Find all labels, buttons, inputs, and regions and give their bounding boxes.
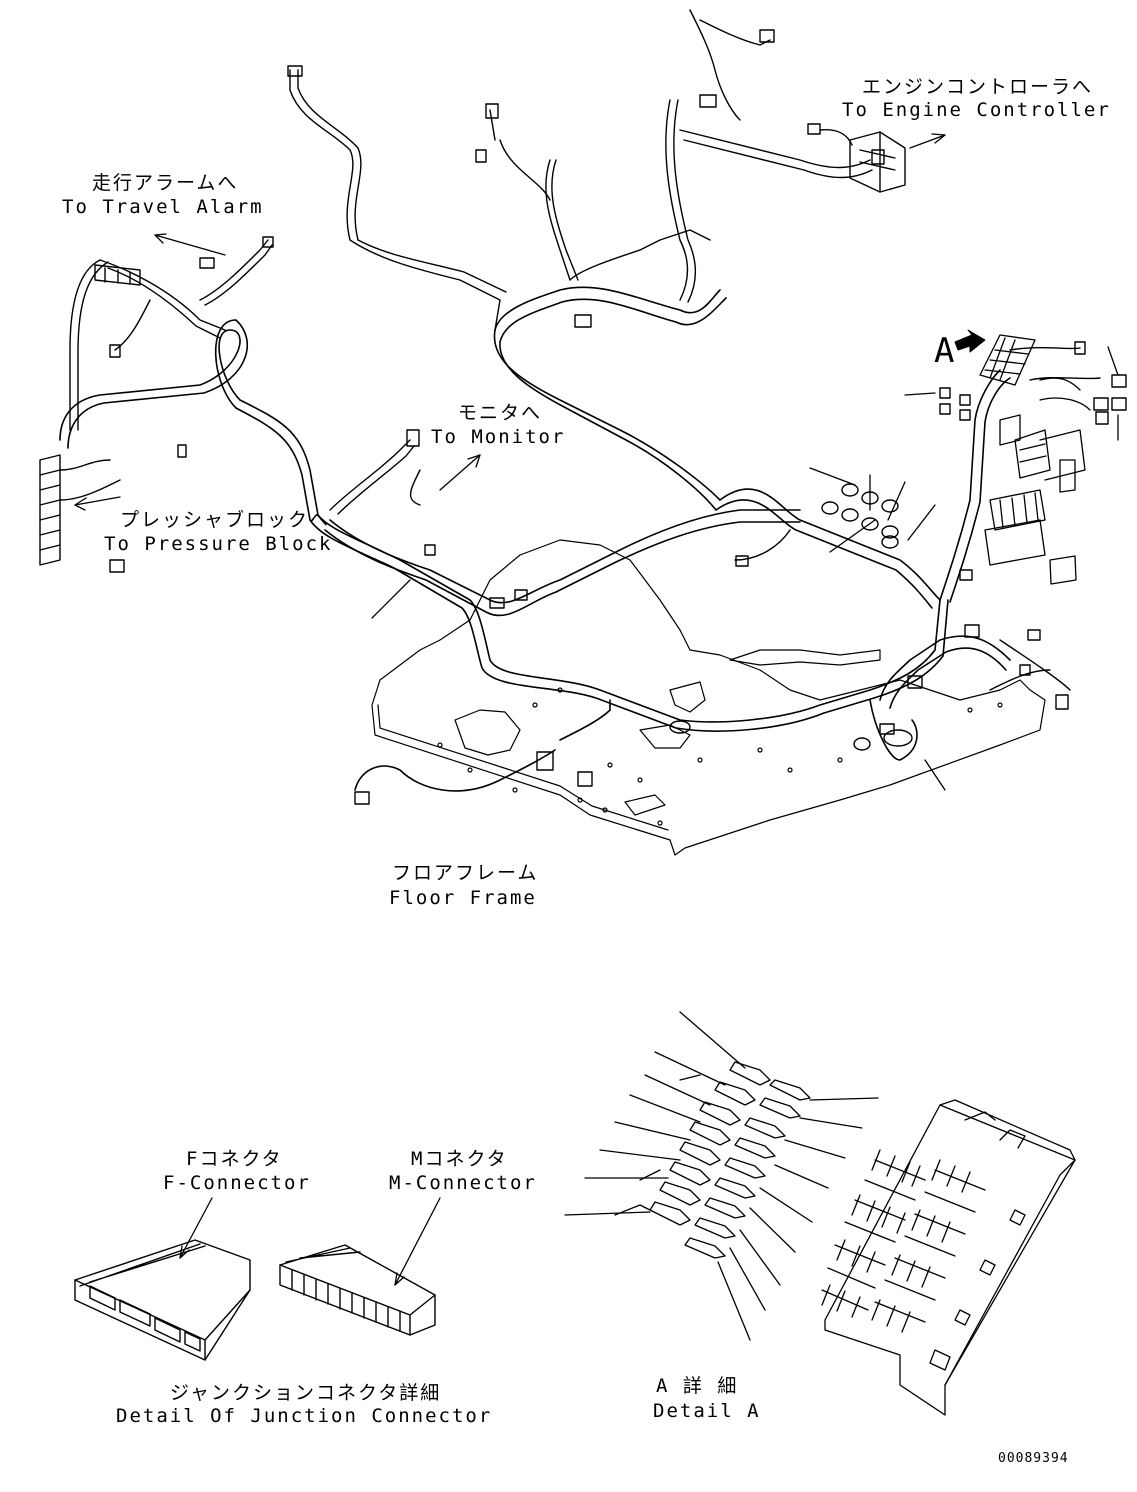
pressure-block-label-en: To Pressure Block — [104, 533, 333, 555]
floor-frame-label-en: Floor Frame — [389, 887, 537, 909]
f-connector-drawing — [74, 1239, 251, 1361]
junction-block-drawing — [821, 1099, 1076, 1416]
detail-a-label-jp: A 詳 細 — [656, 1375, 739, 1397]
monitor-label-jp: モニタへ — [458, 402, 543, 424]
engine-controller-label-jp: エンジンコントローラへ — [862, 76, 1094, 98]
travel-alarm-label-jp: 走行アラームへ — [92, 172, 239, 194]
m-connector-drawing — [279, 1244, 436, 1336]
detail-a-label-en: Detail A — [653, 1400, 761, 1422]
relay-box-area — [979, 334, 1091, 585]
m-connector-label-jp: Mコネクタ — [411, 1148, 508, 1170]
junction-detail-label-en: Detail Of Junction Connector — [116, 1405, 493, 1427]
detail-a-terminals — [564, 1011, 879, 1341]
junction-detail-label-jp: ジャンクションコネクタ詳細 — [170, 1382, 442, 1404]
detail-a-marker: A — [934, 331, 955, 371]
f-connector-label-jp: Fコネクタ — [186, 1148, 283, 1170]
monitor-label-en: To Monitor — [431, 426, 566, 448]
pressure-block-label-jp: プレッシャブロックへ — [120, 509, 331, 531]
drawing-number: 00089394 — [998, 1451, 1069, 1466]
floor-frame-outline — [371, 539, 1046, 856]
engine-controller-plug — [819, 129, 906, 193]
m-connector-label-en: M-Connector — [389, 1172, 537, 1194]
f-connector-label-en: F-Connector — [163, 1172, 311, 1194]
engine-controller-label-en: To Engine Controller — [842, 99, 1111, 121]
floor-frame-label-jp: フロアフレーム — [392, 862, 539, 884]
leader-lines — [74, 133, 1119, 791]
connector-leaders — [179, 1197, 441, 1286]
main-harness — [59, 286, 1011, 792]
detail-a-arrow — [954, 329, 986, 353]
travel-alarm-label-en: To Travel Alarm — [62, 196, 264, 218]
